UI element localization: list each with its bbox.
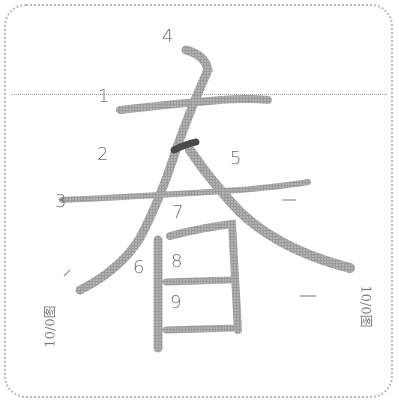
stroke-number-9: 9	[170, 294, 181, 312]
stroke-number-5: 5	[230, 150, 241, 168]
stroke-number-6: 6	[133, 259, 144, 277]
side-mark-right: 10/0图	[359, 285, 372, 327]
stroke-8	[166, 280, 230, 282]
stroke-number-3: 3	[55, 193, 66, 211]
stroke-number-2: 2	[97, 146, 108, 164]
stroke-number-4: 4	[162, 28, 173, 46]
stroke-number-1: 1	[98, 88, 109, 106]
stroke-number-8: 8	[171, 253, 182, 271]
stroke-9	[166, 328, 236, 330]
stroke-3	[62, 182, 308, 200]
tick-mark-left	[64, 270, 70, 276]
stroke-number-7: 7	[172, 204, 183, 222]
stroke-5	[190, 150, 350, 268]
side-mark-left: 10/0图	[45, 305, 58, 347]
